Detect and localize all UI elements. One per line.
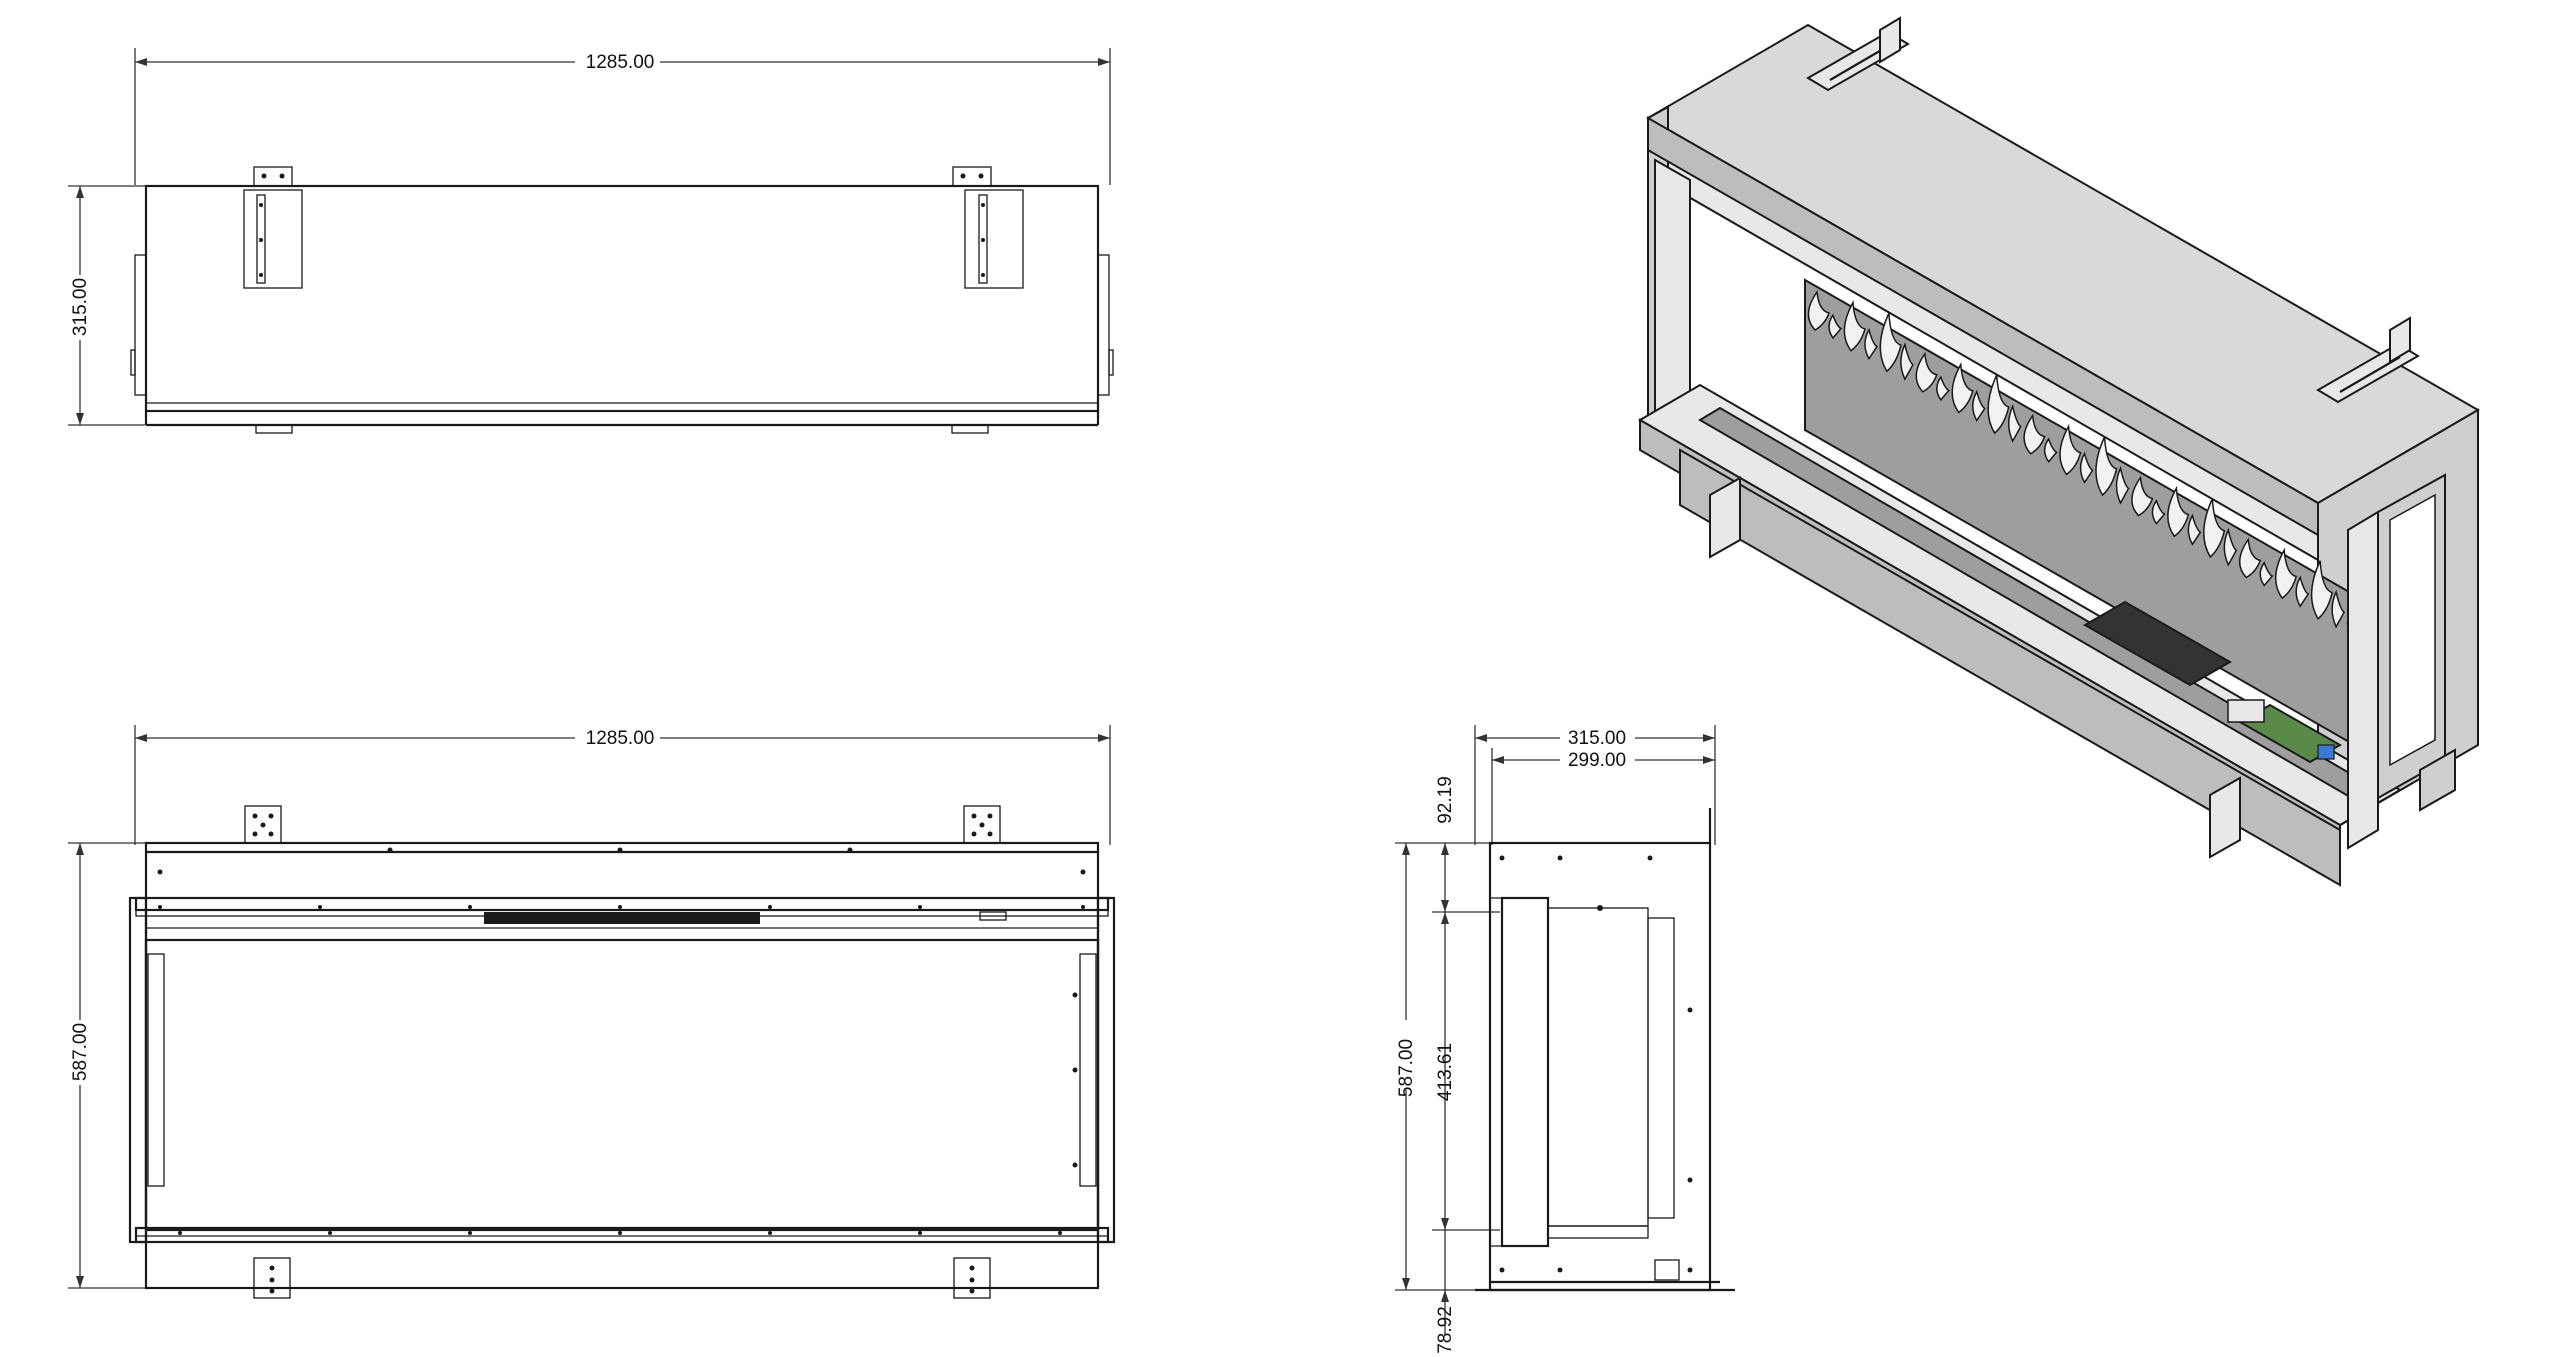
vent-grille	[484, 912, 760, 924]
side-view-depth-inner-label: 299.00	[1568, 750, 1626, 771]
iso-bracket-top-2	[2316, 316, 2420, 404]
top-view-height-label: 315.00	[70, 278, 91, 336]
flame-icon	[2274, 547, 2298, 600]
top-view: 1285.00 315.00	[68, 48, 1114, 434]
flame-icon	[2007, 404, 2022, 443]
top-view-bracket-right	[952, 166, 1024, 289]
flame-icon	[1828, 313, 1843, 340]
flame-icons	[1807, 289, 2418, 670]
iso-bracket-bottom-1	[1709, 476, 1741, 559]
flame-icon	[1879, 312, 1902, 373]
flame-icon	[1972, 389, 1986, 422]
flame-icon	[1936, 375, 1951, 402]
top-view-bracket-left	[243, 166, 303, 289]
flame-icon	[2295, 575, 2310, 608]
iso-bracket-top-1	[1806, 16, 1910, 92]
flame-icon	[2167, 485, 2190, 538]
flame-icon	[1864, 327, 1878, 361]
flame-icon	[2131, 475, 2154, 517]
flame-icon	[1987, 374, 2010, 435]
flame-icon	[2187, 513, 2202, 546]
front-view-height-dimension: 587.00	[68, 842, 145, 1289]
top-view-width-label: 1285.00	[586, 52, 655, 73]
top-view-body	[144, 184, 1100, 413]
flame-icon	[2079, 451, 2094, 484]
flame-icon	[1900, 342, 1914, 381]
front-view-bracket-top-left	[244, 805, 282, 844]
flame-icon	[1951, 361, 1974, 414]
front-view-width-label: 1285.00	[586, 728, 655, 749]
front-view-fasteners	[157, 847, 1086, 1235]
side-view-bottom-offset-label: 78.92	[1435, 1306, 1456, 1354]
front-view-height-label: 587.00	[70, 1023, 91, 1081]
flame-icon	[1807, 289, 1830, 331]
flame-icon	[2095, 436, 2118, 497]
front-view-bracket-bottom-left	[253, 1257, 291, 1299]
front-view-bracket-top-right	[963, 805, 1001, 844]
isometric-view	[1638, 16, 2480, 887]
flame-icon	[2331, 589, 2346, 629]
flame-icon	[2223, 527, 2238, 567]
front-view-width-dimension: 1285.00	[134, 725, 1111, 845]
side-view-frame	[1500, 896, 1550, 1248]
top-view-width-dimension: 1285.00	[134, 48, 1111, 185]
iso-bracket-bottom-2	[2209, 776, 2241, 859]
control-board	[2082, 600, 2233, 687]
front-view-bracket-bottom-right	[953, 1257, 991, 1299]
flame-icon	[1843, 300, 1866, 352]
flame-icon	[2239, 537, 2262, 579]
flame-icon	[2023, 413, 2046, 455]
side-view-depth-outer-label: 315.00	[1568, 728, 1626, 749]
flame-icon	[2043, 437, 2058, 463]
flame-icon	[2115, 465, 2130, 505]
flame-icon	[2059, 423, 2082, 476]
side-view-height-label: 587.00	[1396, 1039, 1417, 1097]
side-view-depth-dimension: 315.00 299.00	[1474, 725, 1716, 845]
front-view: 1285.00 587.00	[68, 725, 1116, 1299]
side-view: 315.00 299.00 587.00 92.19	[1395, 725, 1735, 1354]
flame-icon	[2259, 561, 2274, 587]
flame-icon	[2310, 560, 2334, 620]
flame-icon	[2203, 498, 2226, 559]
flame-icon	[2151, 499, 2166, 525]
side-view-opening-label: 413.61	[1435, 1043, 1456, 1101]
top-view-height-dimension: 315.00	[68, 185, 145, 426]
side-view-top-offset-label: 92.19	[1435, 776, 1456, 824]
side-view-offset-dimensions: 92.19 413.61 78.92	[1432, 776, 1500, 1354]
side-view-height-dimension: 587.00	[1395, 842, 1490, 1291]
flame-icon	[1915, 351, 1938, 393]
